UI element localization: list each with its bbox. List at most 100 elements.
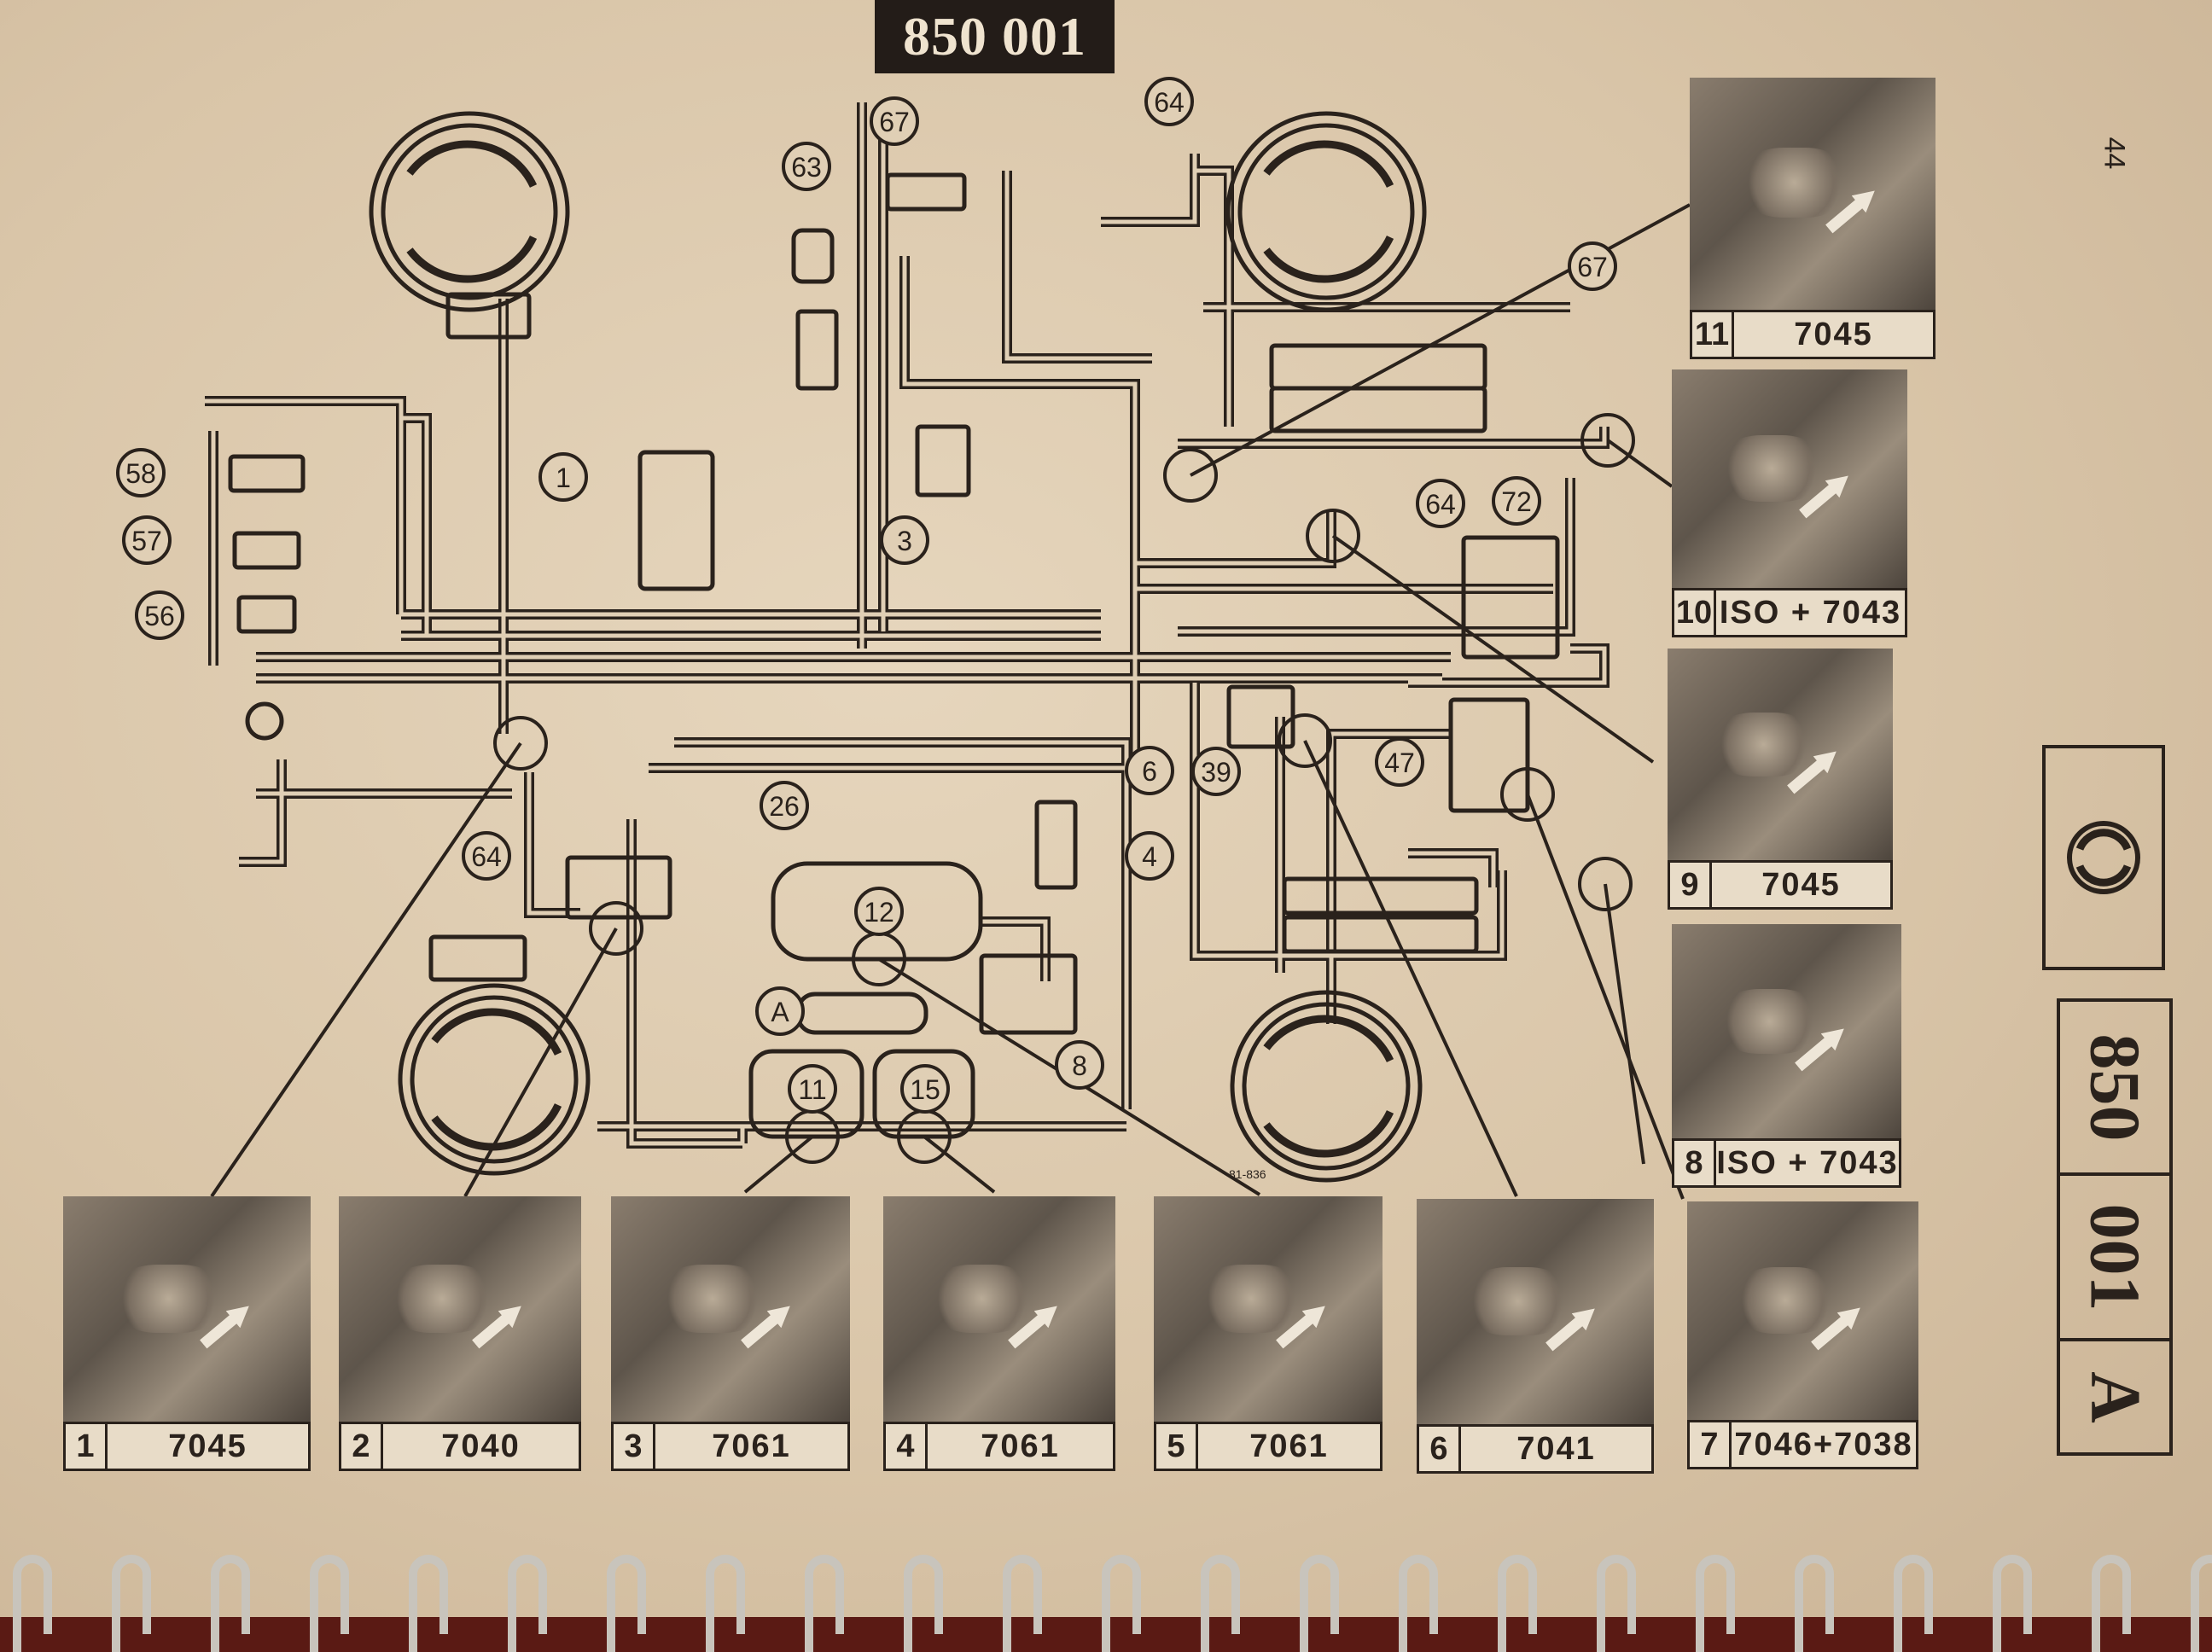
model-number: 850 xyxy=(2075,1033,2155,1141)
pipe xyxy=(899,256,1140,768)
photo-image xyxy=(1417,1199,1654,1426)
part-code: 7041 xyxy=(1516,1430,1596,1467)
leader-line xyxy=(210,742,522,1198)
callout-64: 64 xyxy=(1416,479,1465,528)
binding-ring xyxy=(1399,1555,1438,1652)
model-tab: 850 001 A xyxy=(2057,998,2173,1456)
part-code: ISO + 7043 xyxy=(1719,594,1902,631)
section-letter: A xyxy=(2075,1370,2155,1423)
leader-line xyxy=(1526,794,1685,1200)
callout-8: 8 xyxy=(1055,1040,1104,1090)
callout-26: 26 xyxy=(760,781,809,830)
photo-image xyxy=(1687,1201,1918,1422)
brake-drum xyxy=(369,111,570,312)
arrow-icon xyxy=(1004,1298,1064,1353)
relay-valve-8 xyxy=(979,953,1078,1035)
part-code: 7040 xyxy=(441,1428,521,1464)
photo-image xyxy=(883,1196,1115,1423)
leader-line xyxy=(743,1135,814,1194)
callout-label: 15 xyxy=(910,1074,940,1105)
page-number: 44 xyxy=(2098,137,2131,170)
callout-label: 67 xyxy=(1577,252,1608,282)
test-point-marker xyxy=(589,901,643,956)
photo-number: 2 xyxy=(341,1424,383,1469)
oil-separator xyxy=(791,228,835,284)
binding-ring xyxy=(1201,1555,1240,1652)
brake-section-tab xyxy=(2042,745,2165,970)
arrow-icon xyxy=(1542,1300,1602,1356)
binding-ring xyxy=(706,1555,745,1652)
photo-image xyxy=(611,1196,850,1423)
callout-72: 72 xyxy=(1492,476,1541,526)
air-tank-a xyxy=(795,992,928,1035)
spring-brake-cylinder xyxy=(1269,386,1487,433)
binding-ring xyxy=(904,1555,943,1652)
callout-56: 56 xyxy=(135,590,184,640)
callout-67: 67 xyxy=(1568,241,1617,291)
photo-caption: 2 7040 xyxy=(339,1422,581,1471)
binding-ring xyxy=(1597,1555,1636,1652)
arrow-icon xyxy=(1784,743,1843,799)
pressure-gauge xyxy=(245,701,284,741)
binding-ring xyxy=(310,1555,349,1652)
binding-ring xyxy=(1003,1555,1042,1652)
brake-chamber xyxy=(445,292,532,340)
callout-label: 47 xyxy=(1384,747,1415,778)
air-pipes xyxy=(205,102,1610,1149)
leader-line xyxy=(1331,534,1655,764)
filter xyxy=(795,309,839,391)
photo-image xyxy=(1672,924,1901,1140)
callout-label: 3 xyxy=(897,526,912,556)
callout-6: 6 xyxy=(1125,746,1174,795)
binding-ring xyxy=(1102,1555,1141,1652)
callout-label: 12 xyxy=(864,897,894,928)
callout-label: 64 xyxy=(471,841,502,872)
part-code: 7046+7038 xyxy=(1734,1426,1913,1463)
test-point-marker xyxy=(1580,413,1635,468)
test-point-marker xyxy=(493,716,548,771)
photo-number: 4 xyxy=(886,1424,928,1469)
callout-39: 39 xyxy=(1191,747,1241,796)
air-tank-12 xyxy=(771,861,983,962)
binding-ring xyxy=(2191,1555,2212,1652)
binding-ring xyxy=(607,1555,646,1652)
binding-ring xyxy=(508,1555,547,1652)
brake-shoe-icon xyxy=(2067,821,2140,894)
callout-64: 64 xyxy=(462,831,511,881)
callout-label: 6 xyxy=(1142,756,1157,787)
drawing-reference: 81-836 xyxy=(1229,1167,1266,1181)
valve-4 xyxy=(1034,800,1078,890)
callout-63: 63 xyxy=(782,142,831,191)
pipe xyxy=(1101,154,1200,227)
arrow-icon xyxy=(737,1298,797,1353)
detail-photo-2: 2 7040 xyxy=(339,1196,581,1471)
leader-line xyxy=(923,1135,996,1194)
components xyxy=(228,111,1560,1183)
binding-ring xyxy=(409,1555,448,1652)
callout-label: A xyxy=(771,997,789,1027)
binding-ring xyxy=(1894,1555,1933,1652)
valve-47 xyxy=(1448,697,1530,813)
photo-image xyxy=(1672,369,1907,590)
valve-56 xyxy=(236,595,297,634)
valve-57 xyxy=(232,531,301,570)
callout-57: 57 xyxy=(122,515,172,565)
compressor-1 xyxy=(637,450,715,591)
governor-3 xyxy=(915,424,971,497)
binding-ring xyxy=(112,1555,151,1652)
callout-58: 58 xyxy=(116,448,166,497)
